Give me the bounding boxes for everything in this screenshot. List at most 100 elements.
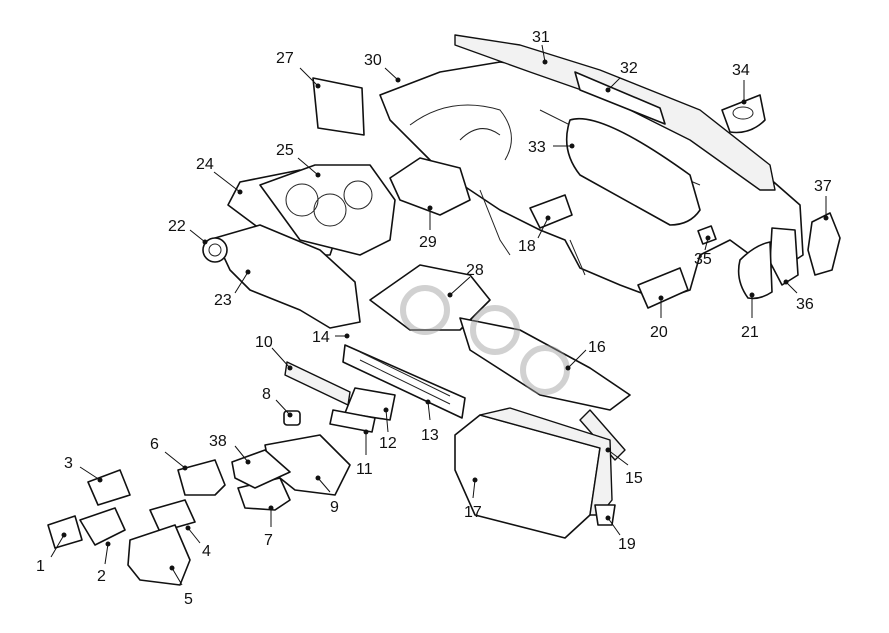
callout-8-label: 8	[262, 386, 271, 403]
end-cap-37	[807, 212, 841, 276]
cup-holder-6	[177, 459, 226, 496]
callout-7-label: 7	[264, 532, 273, 549]
callout-32: 32	[605, 60, 638, 93]
panel-3	[87, 469, 131, 506]
callout-5: 5	[169, 565, 193, 608]
knob-8	[283, 410, 301, 426]
callout-25: 25	[276, 142, 321, 178]
callout-16: 16	[565, 339, 606, 371]
callout-30-label: 30	[364, 52, 382, 69]
callout-32-label: 32	[620, 60, 638, 77]
trim-strip-15	[579, 409, 626, 461]
callout-28: 28	[447, 262, 484, 298]
callout-11-label: 11	[356, 461, 373, 478]
callout-35-label: 35	[694, 251, 712, 268]
callout-11: 11	[356, 429, 373, 478]
callout-2-label: 2	[97, 568, 106, 585]
callout-29: 29	[419, 205, 437, 251]
callout-34: 34	[732, 62, 750, 105]
callout-12: 12	[379, 407, 397, 452]
callout-36: 36	[783, 279, 814, 313]
callout-13-label: 13	[421, 427, 439, 444]
callout-34-label: 34	[732, 62, 750, 79]
callout-36-label: 36	[796, 296, 814, 313]
callout-30: 30	[364, 52, 401, 83]
callout-37-label: 37	[814, 178, 832, 195]
callout-37: 37	[814, 178, 832, 221]
callout-3-label: 3	[64, 455, 73, 472]
callout-35: 35	[694, 235, 712, 268]
callout-31: 31	[532, 29, 550, 65]
air-vent-18	[529, 194, 573, 229]
console-frame-16	[459, 317, 631, 411]
callout-16-label: 16	[588, 339, 606, 356]
callout-8: 8	[262, 386, 293, 418]
speaker-34	[721, 94, 766, 134]
callout-4: 4	[185, 525, 211, 560]
defrost-vent-32	[574, 71, 666, 125]
lower-bezel-23	[214, 224, 361, 329]
callout-18: 18	[518, 215, 551, 255]
callout-6: 6	[150, 436, 188, 471]
callout-29-label: 29	[419, 234, 437, 251]
center-stack-28	[369, 264, 491, 331]
callout-15: 15	[605, 447, 643, 487]
glovebox-lid-33	[565, 117, 701, 226]
air-vent-20	[637, 267, 689, 309]
dash-top-strip-31	[454, 34, 776, 191]
callout-33: 33	[528, 139, 575, 156]
callout-5-label: 5	[184, 591, 193, 608]
hinge-19	[594, 504, 616, 526]
callout-38: 38	[209, 433, 251, 465]
callout-4-label: 4	[202, 543, 211, 560]
callout-17-label: 17	[464, 504, 482, 521]
callout-23: 23	[214, 269, 251, 309]
callout-7: 7	[264, 505, 274, 549]
callout-27-label: 27	[276, 50, 294, 67]
callout-10-label: 10	[255, 334, 273, 351]
callout-25-label: 25	[276, 142, 294, 159]
vent-4	[149, 499, 196, 533]
callout-21-label: 21	[741, 324, 759, 341]
knob-22	[202, 237, 228, 263]
callout-21: 21	[741, 292, 759, 341]
callout-28-label: 28	[466, 262, 484, 279]
callout-22-label: 22	[168, 218, 186, 235]
control-unit-2	[79, 507, 126, 546]
trim-bar-10	[284, 361, 351, 406]
callout-24-label: 24	[196, 156, 214, 173]
callouts: 1 2 3 4 5 6 7 8 9 10 11 12 13 14 15 16 1…	[36, 29, 832, 608]
gauge-dials	[285, 180, 373, 227]
callout-9: 9	[315, 475, 339, 516]
callout-2: 2	[97, 541, 111, 585]
side-trim-36	[769, 227, 799, 286]
callout-9-label: 9	[330, 499, 339, 516]
callout-31-label: 31	[532, 29, 550, 46]
callout-14-label: 14	[312, 329, 330, 346]
switch-1	[47, 515, 83, 549]
center-housing-29	[389, 157, 471, 216]
callout-17: 17	[464, 477, 482, 521]
callout-20: 20	[650, 295, 668, 341]
cover-panel-27	[312, 77, 365, 136]
clip-35	[697, 225, 717, 245]
bracket-12	[344, 387, 396, 421]
callout-38-label: 38	[209, 433, 227, 450]
callout-27: 27	[276, 50, 321, 89]
callout-19: 19	[605, 515, 636, 553]
callout-3: 3	[64, 455, 103, 483]
callout-14: 14	[312, 329, 350, 346]
callout-24: 24	[196, 156, 243, 195]
callout-22: 22	[168, 218, 208, 245]
callout-1: 1	[36, 532, 67, 575]
console-bracket-5	[127, 524, 191, 586]
callout-19-label: 19	[618, 536, 636, 553]
callout-13: 13	[421, 399, 439, 444]
callout-23-label: 23	[214, 292, 232, 309]
callout-10: 10	[255, 334, 293, 371]
instrument-cluster-25	[259, 164, 396, 256]
callout-18-label: 18	[518, 238, 536, 255]
side-panel-21	[737, 241, 773, 300]
panel-11	[329, 409, 376, 433]
